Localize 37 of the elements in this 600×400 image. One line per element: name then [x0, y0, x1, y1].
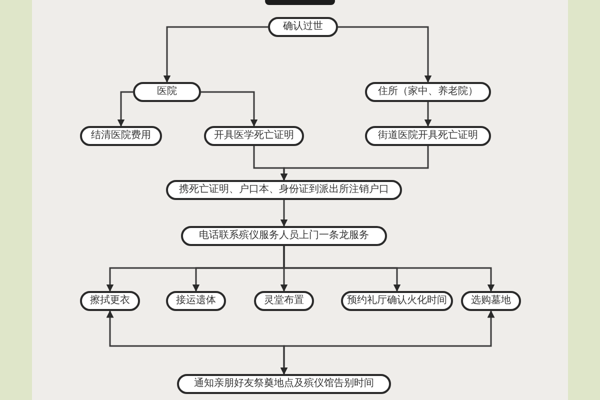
- rounded-step-box: [461, 291, 521, 311]
- step-label: 携死亡证明、户口本、身份证到派出所注销户口: [179, 185, 389, 195]
- rounded-step-box: [365, 126, 491, 146]
- step-label: 预约礼厅确认火化时间: [347, 296, 447, 306]
- connector-arrow: [163, 26, 268, 83]
- step-label: 结清医院费用: [91, 131, 151, 141]
- rounded-step-box: [80, 291, 140, 311]
- rounded-step-box: [166, 180, 402, 200]
- connector-arrow: [338, 26, 432, 83]
- step-label: 电话联系殡仪服务人员上门一条龙服务: [199, 231, 369, 241]
- rounded-step-box: [365, 82, 491, 102]
- connector-arrow: [280, 310, 495, 375]
- connector-arrow: [424, 102, 432, 127]
- connector-arrow: [280, 146, 429, 181]
- connector-arrow: [283, 246, 495, 292]
- rounded-step-box: [204, 126, 304, 146]
- step-label: 选购墓地: [471, 296, 511, 306]
- step-label: 住所（家中、养老院）: [378, 87, 478, 97]
- step-label: 通知亲朋好友祭奠地点及殡仪馆告别时间: [194, 379, 374, 389]
- rounded-step-box: [166, 291, 226, 311]
- rounded-step-box: [254, 291, 314, 311]
- rounded-step-box: [268, 17, 338, 37]
- connector-arrow: [117, 91, 133, 127]
- step-label: 接运遗体: [176, 296, 216, 306]
- step-label: 确认过世: [283, 22, 323, 32]
- rounded-step-box: [177, 374, 391, 394]
- rounded-step-box: [341, 291, 453, 311]
- connector-arrow: [201, 91, 258, 127]
- step-label: 擦拭更衣: [90, 296, 130, 306]
- connector-arrow: [280, 200, 288, 227]
- step-label: 医院: [157, 87, 177, 97]
- rounded-step-box: [80, 126, 162, 146]
- step-label: 街道医院开具死亡证明: [378, 131, 478, 141]
- step-label: 灵堂布置: [264, 296, 304, 306]
- rounded-step-box: [133, 82, 201, 102]
- step-label: 开具医学死亡证明: [214, 131, 294, 141]
- rounded-step-box: [181, 226, 387, 246]
